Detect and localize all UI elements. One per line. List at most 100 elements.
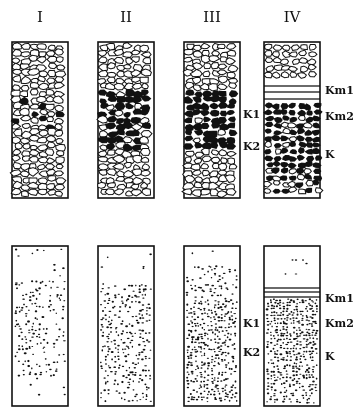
fine-particle: [204, 313, 206, 314]
zone-label-bottom-km1: Km1: [325, 292, 354, 305]
fine-particle: [190, 352, 193, 353]
fine-particle: [199, 287, 202, 289]
fine-particle: [139, 336, 141, 338]
fine-particle: [139, 310, 142, 312]
fine-particle: [120, 323, 123, 325]
fine-particle: [234, 269, 236, 271]
fine-particle: [213, 394, 215, 396]
fine-particle: [192, 279, 194, 281]
fine-particle: [55, 370, 58, 372]
fine-particle: [211, 381, 213, 382]
fine-particle: [224, 352, 226, 353]
fine-particle: [18, 345, 20, 347]
fine-particle: [210, 266, 212, 268]
fine-particle: [221, 309, 224, 310]
fine-particle: [274, 389, 277, 391]
fine-particle: [149, 320, 151, 321]
fine-particle: [108, 334, 110, 335]
fine-particle: [303, 351, 305, 353]
fine-particle: [208, 266, 210, 268]
fine-particle: [213, 349, 215, 350]
fine-particle: [63, 331, 65, 333]
fine-particle: [293, 345, 295, 346]
fine-particle: [290, 299, 292, 301]
fine-particle: [131, 325, 133, 327]
light-grain: [47, 112, 55, 117]
fine-particle: [25, 315, 27, 317]
fine-particle: [131, 297, 133, 298]
fine-particle: [229, 339, 232, 341]
fine-particle: [234, 371, 237, 372]
fine-particle: [311, 300, 313, 301]
fine-particle: [311, 323, 312, 325]
fine-particle: [150, 350, 152, 351]
fine-particle: [311, 353, 313, 354]
dark-grain: [210, 110, 219, 116]
fine-particle: [309, 390, 311, 391]
fine-particle: [104, 294, 106, 295]
fine-particle: [106, 293, 109, 295]
fine-particle: [39, 293, 41, 295]
fine-particle: [273, 298, 275, 300]
fine-particle: [308, 376, 311, 378]
fine-particle: [39, 323, 41, 325]
fine-particle: [200, 374, 202, 375]
fine-particle: [289, 333, 291, 335]
fine-particle: [221, 287, 223, 289]
fine-particle: [23, 370, 25, 371]
fine-particle: [208, 303, 210, 305]
fine-particle: [21, 307, 23, 309]
fine-particle: [194, 297, 197, 298]
fine-particle: [191, 341, 193, 343]
fine-particle: [142, 393, 144, 394]
light-grain: [57, 65, 65, 70]
fine-particle: [63, 288, 65, 290]
fine-particle: [23, 304, 25, 306]
fine-particle: [214, 351, 216, 352]
fine-particle: [316, 330, 319, 332]
fine-particle: [218, 304, 220, 306]
fine-particle: [306, 320, 309, 321]
fine-particle: [296, 371, 298, 373]
fine-particle: [107, 375, 109, 376]
fine-particle: [275, 329, 278, 331]
fine-particle: [211, 374, 213, 375]
fine-particle: [26, 306, 28, 307]
fine-particle: [199, 388, 201, 389]
fine-particle: [213, 380, 215, 381]
fine-particle: [200, 346, 202, 348]
fine-particle: [312, 384, 314, 385]
fine-particle: [217, 347, 219, 348]
fine-particle: [296, 374, 298, 376]
fine-particle: [150, 289, 152, 290]
fine-particle: [296, 333, 298, 335]
fine-particle: [124, 342, 126, 344]
fine-particle: [46, 328, 48, 330]
light-grain: [211, 63, 219, 69]
fine-particle: [58, 354, 60, 355]
fine-particle: [284, 318, 286, 319]
fine-particle: [200, 342, 202, 343]
fine-particle: [149, 253, 152, 255]
fine-particle: [39, 365, 41, 367]
light-grain: [47, 117, 54, 122]
fine-particle: [282, 314, 284, 316]
fine-particle: [214, 306, 215, 308]
fine-particle: [214, 311, 216, 313]
zone-label-top-k: K: [325, 148, 335, 161]
fine-particle: [234, 396, 236, 397]
fine-particle: [204, 329, 205, 330]
fine-particle: [224, 316, 226, 317]
fine-particle: [146, 310, 148, 311]
fine-particle: [142, 369, 145, 371]
fine-particle: [207, 271, 209, 273]
fine-particle: [114, 356, 116, 358]
fine-particle: [295, 389, 298, 391]
fine-particle: [226, 330, 228, 331]
fine-particle: [232, 303, 234, 305]
fine-particle: [308, 367, 310, 369]
fine-particle: [108, 393, 110, 394]
fine-particle: [201, 397, 203, 398]
fine-particle: [129, 378, 131, 380]
fine-particle: [187, 352, 188, 353]
